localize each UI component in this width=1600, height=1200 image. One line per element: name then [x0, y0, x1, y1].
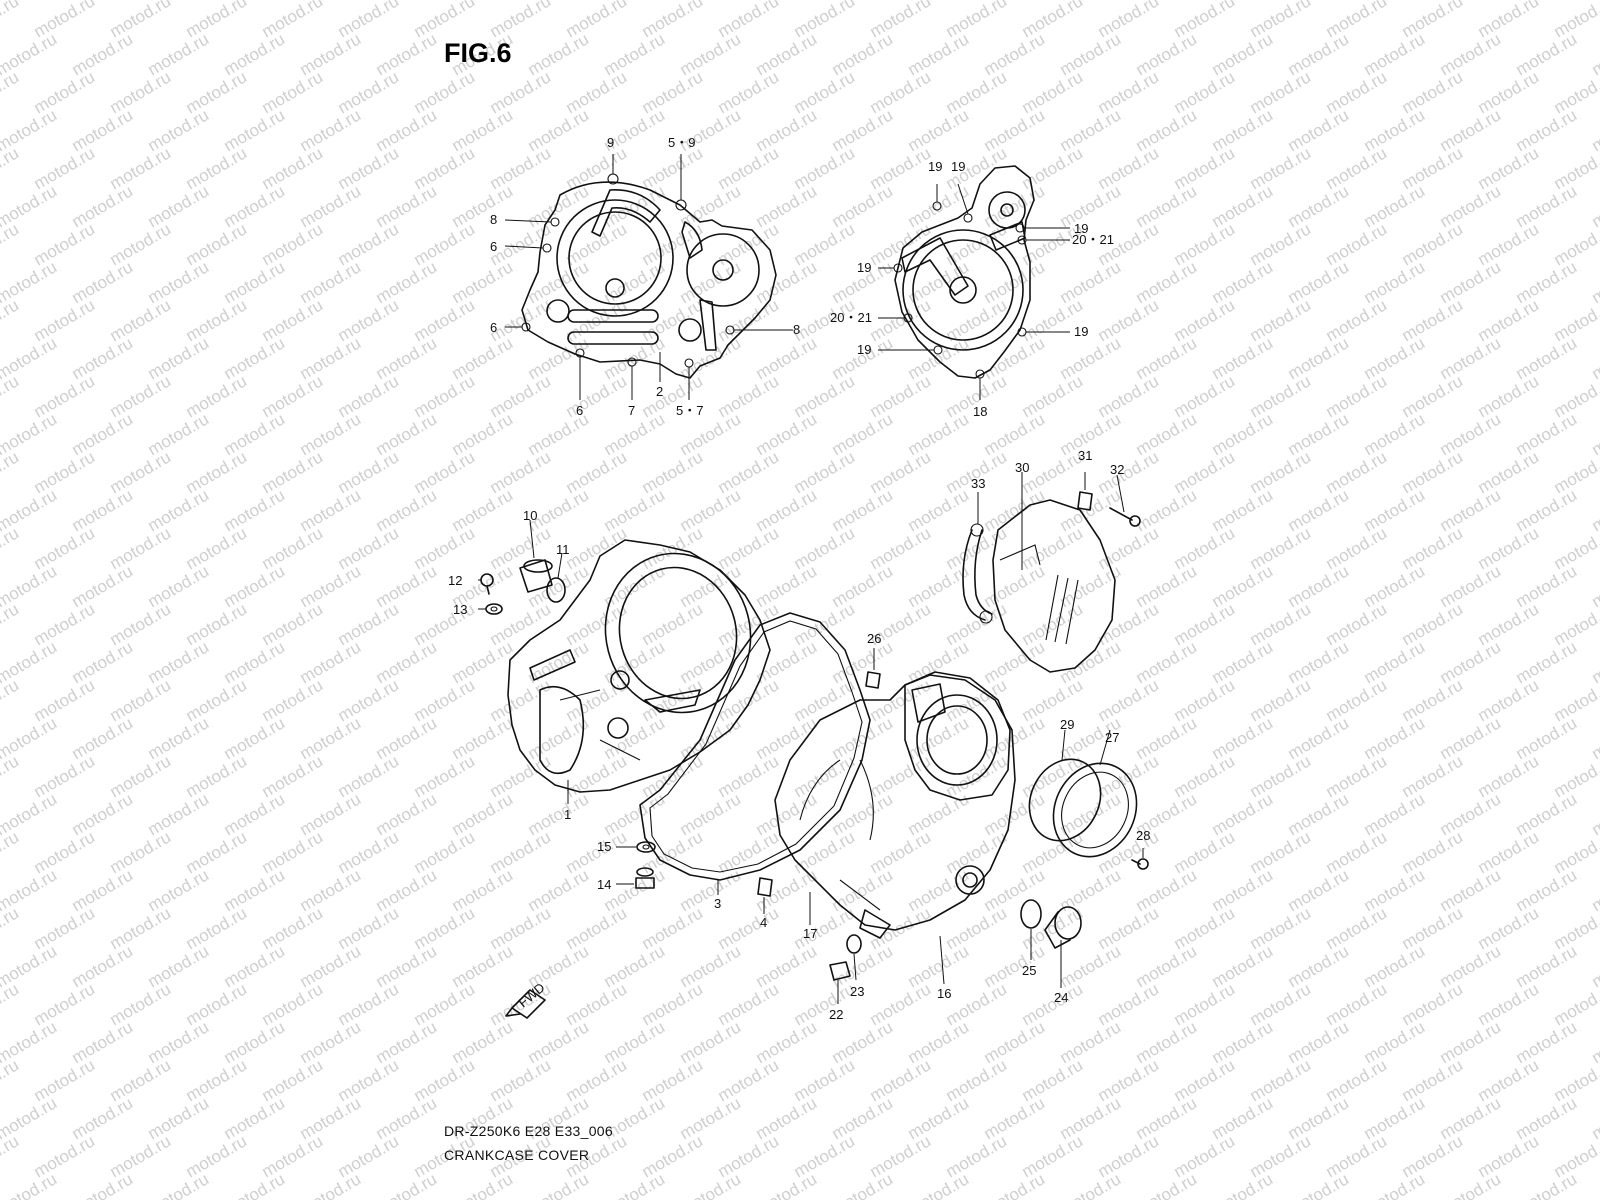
callout-8: 8	[793, 322, 800, 337]
callout-6: 6	[576, 403, 583, 418]
callout-10: 10	[523, 508, 537, 523]
right-cover-drawing	[774, 671, 1016, 939]
callout-30: 30	[1015, 460, 1029, 475]
shield-cover-drawing	[992, 472, 1116, 673]
callout-32: 32	[1110, 462, 1124, 477]
callout-8: 8	[490, 212, 497, 227]
callout-25: 25	[1022, 963, 1036, 978]
crankcase-left-drawing	[507, 539, 771, 793]
callout-15: 15	[597, 839, 611, 854]
callout-1: 1	[564, 807, 571, 822]
callout-22: 22	[829, 1007, 843, 1022]
callout-12: 12	[448, 573, 462, 588]
callout-19: 19	[1074, 324, 1088, 339]
callout-6: 6	[490, 239, 497, 254]
callout-19: 19	[951, 159, 965, 174]
callout-20-21: 20・21	[830, 310, 872, 325]
callout-26: 26	[867, 631, 881, 646]
diagram-name-caption: CRANKCASE COVER	[444, 1147, 590, 1163]
callout-17: 17	[803, 926, 817, 941]
fwd-badge-text: FWD	[515, 980, 547, 1011]
bracket-drawing	[962, 523, 993, 624]
diagram-code-caption: DR-Z250K6 E28 E33_006	[444, 1123, 613, 1139]
callout-19: 19	[928, 159, 942, 174]
callout-31: 31	[1078, 448, 1092, 463]
callout-9: 9	[607, 135, 614, 150]
figure-title: FIG.6	[444, 38, 512, 68]
callout-4: 4	[760, 915, 767, 930]
callout-27: 27	[1105, 730, 1119, 745]
callout-5-7: 5・7	[676, 403, 703, 418]
callout-24: 24	[1054, 990, 1068, 1005]
callout-11: 11	[556, 542, 570, 557]
callout-6: 6	[490, 320, 497, 335]
callout-labels: 9 5・9 8 6 6 8 6 7 2 5・7 19 19 19 19 20・2…	[448, 135, 1150, 1022]
callout-16: 16	[937, 986, 951, 1001]
callout-19: 19	[1074, 221, 1088, 236]
callout-2: 2	[656, 384, 663, 399]
callout-29: 29	[1060, 717, 1074, 732]
callout-18: 18	[973, 404, 987, 419]
callout-23: 23	[850, 984, 864, 999]
callout-20-21: 20・21	[1072, 232, 1114, 247]
clutch-cover-drawing	[521, 173, 777, 379]
callout-5-9: 5・9	[668, 135, 695, 150]
callout-33: 33	[971, 476, 985, 491]
callout-3: 3	[714, 896, 721, 911]
callout-7: 7	[628, 403, 635, 418]
callout-13: 13	[453, 602, 467, 617]
magneto-cover-drawing	[893, 165, 1035, 379]
callout-14: 14	[597, 877, 611, 892]
gasket-drawing	[639, 612, 871, 881]
callout-19: 19	[857, 342, 871, 357]
callout-19: 19	[857, 260, 871, 275]
callout-28: 28	[1136, 828, 1150, 843]
leader-lines	[478, 154, 1144, 1004]
